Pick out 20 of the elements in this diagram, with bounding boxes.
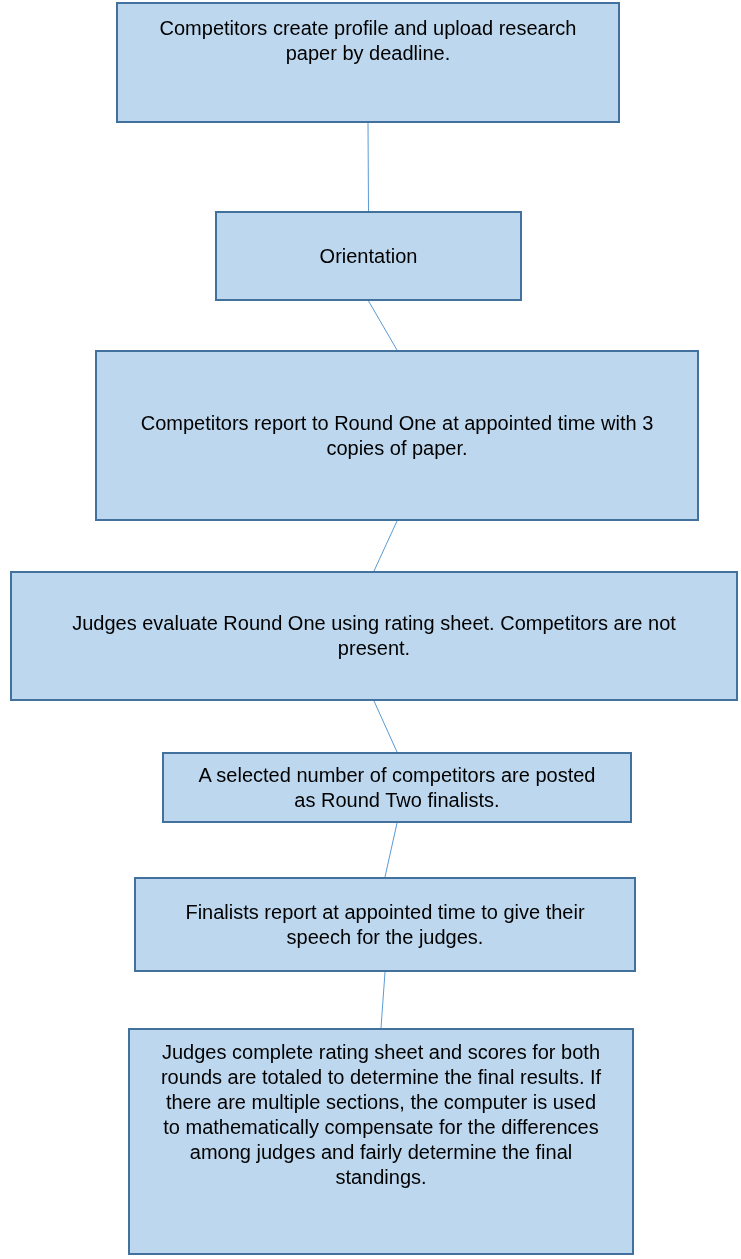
step-text: Orientation (319, 243, 418, 269)
connector-line (373, 700, 398, 753)
process-box (134, 877, 636, 972)
connector-line (373, 520, 398, 572)
process-box (128, 1028, 634, 1255)
step-text: Competitors report to Round One at appointed time with 3 copies of paper. (139, 410, 655, 461)
step-text: Judges evaluate Round One using rating sheet. Competitors are not present. (71, 611, 677, 661)
step-text: Finalists report at appointed time to give their speech for the judges. (184, 899, 586, 950)
connector-line (384, 822, 398, 878)
step-text: Judges complete rating sheet and scores for both rounds are totaled to determine the final results. If there are multiple sections, the computer is used to mathematically compensate for the differences among judges and fairly determine the final standings. (160, 1040, 602, 1190)
process-box (215, 211, 522, 301)
process-box (95, 350, 699, 521)
step-text: Competitors create profile and upload research paper by deadline. (158, 16, 578, 66)
step-text: A selected number of competitors are posted as Round Two finalists. (197, 762, 597, 813)
process-box (116, 2, 620, 123)
connector-line (368, 300, 398, 351)
process-box (162, 752, 632, 823)
connector-line (367, 122, 369, 212)
connector-line (380, 971, 386, 1029)
process-box (10, 571, 738, 701)
